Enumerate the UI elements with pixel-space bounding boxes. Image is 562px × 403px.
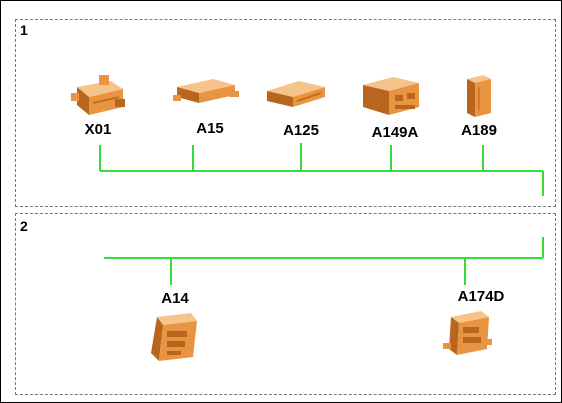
control-module-icon [151, 313, 197, 361]
control-module-icon [363, 77, 419, 115]
control-module-icon [467, 75, 491, 117]
component-label-a189: A189 [461, 122, 497, 139]
section-1-number: 1 [20, 22, 28, 38]
section-2-number: 2 [20, 218, 28, 234]
component-label-a174d: A174D [457, 288, 505, 305]
connector-module-icon [71, 75, 125, 115]
control-module-icon [173, 79, 239, 103]
component-label-a125: A125 [283, 122, 319, 139]
component-label-a15: A15 [196, 120, 224, 137]
section-2 [15, 213, 556, 395]
control-module-icon [443, 311, 492, 355]
section-1 [15, 19, 556, 207]
control-module-icon [267, 81, 325, 107]
component-label-a149a: A149A [371, 124, 419, 141]
component-label-x01: X01 [84, 121, 112, 138]
component-label-a14: A14 [161, 290, 189, 307]
